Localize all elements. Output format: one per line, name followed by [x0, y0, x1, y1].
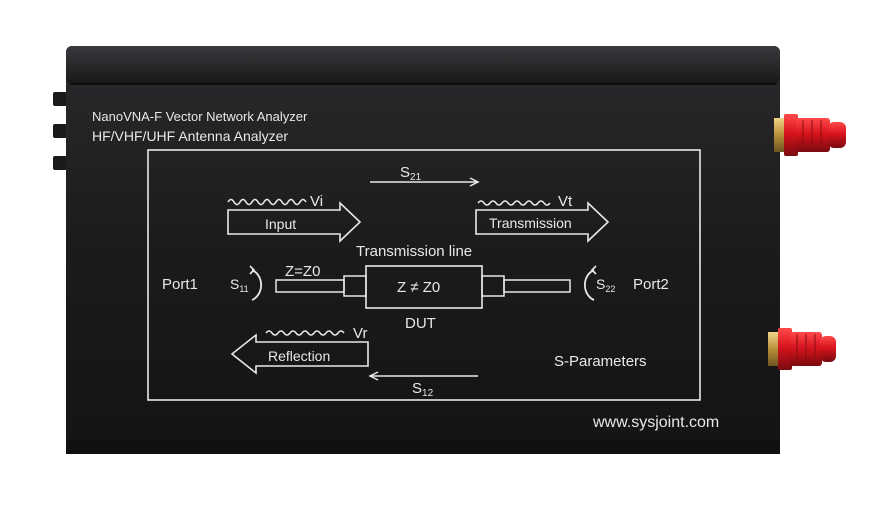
input-wave-icon — [227, 198, 307, 206]
s21-arrow — [370, 177, 480, 187]
vt-label: Vt — [558, 193, 573, 210]
s21-label: S21 — [400, 164, 422, 183]
device-title-line1: NanoVNA-F Vector Network Analyzer — [92, 109, 308, 124]
transmission-label: Transmission — [489, 215, 572, 231]
s12-arrow — [368, 371, 478, 381]
vr-label: Vr — [353, 325, 367, 342]
reflection-arrow-icon — [230, 333, 369, 375]
sma-connector-bottom — [768, 328, 836, 370]
reflection-wave-icon — [265, 330, 345, 336]
side-buttons — [53, 92, 67, 170]
sma-connector-top — [774, 114, 846, 156]
svg-text:S21: S21 — [400, 164, 422, 183]
dut-label: DUT — [405, 315, 436, 332]
svg-text:S12: S12 — [412, 380, 434, 399]
website-label: www.sysjoint.com — [592, 414, 719, 431]
s11-label: S11 — [230, 276, 249, 294]
s22-rotation-icon — [583, 269, 595, 301]
s12-label: S12 — [412, 380, 434, 399]
input-label: Input — [265, 216, 296, 232]
port1-label: Port1 — [162, 276, 198, 293]
transmission-arrow-icon — [475, 201, 610, 243]
transmission-wave-icon — [477, 200, 551, 206]
s22-label: S22 — [596, 276, 615, 294]
svg-text:S22: S22 — [596, 276, 615, 294]
vi-label: Vi — [310, 193, 323, 210]
svg-text:S11: S11 — [230, 276, 249, 294]
s-parameters-label: S-Parameters — [554, 353, 647, 370]
device-case — [66, 46, 780, 454]
port2-label: Port2 — [633, 276, 669, 293]
reflection-label: Reflection — [268, 348, 330, 364]
z-not-equal-z0-label: Z ≠ Z0 — [397, 279, 440, 296]
transmission-line-label: Transmission line — [356, 243, 472, 260]
diagram-frame — [147, 149, 701, 401]
s11-rotation-icon — [251, 269, 263, 301]
device-title-line2: HF/VHF/UHF Antenna Analyzer — [92, 128, 288, 144]
z-equals-z0-label: Z=Z0 — [285, 263, 320, 280]
right-coax-line — [481, 275, 571, 297]
input-arrow-icon — [227, 201, 362, 243]
